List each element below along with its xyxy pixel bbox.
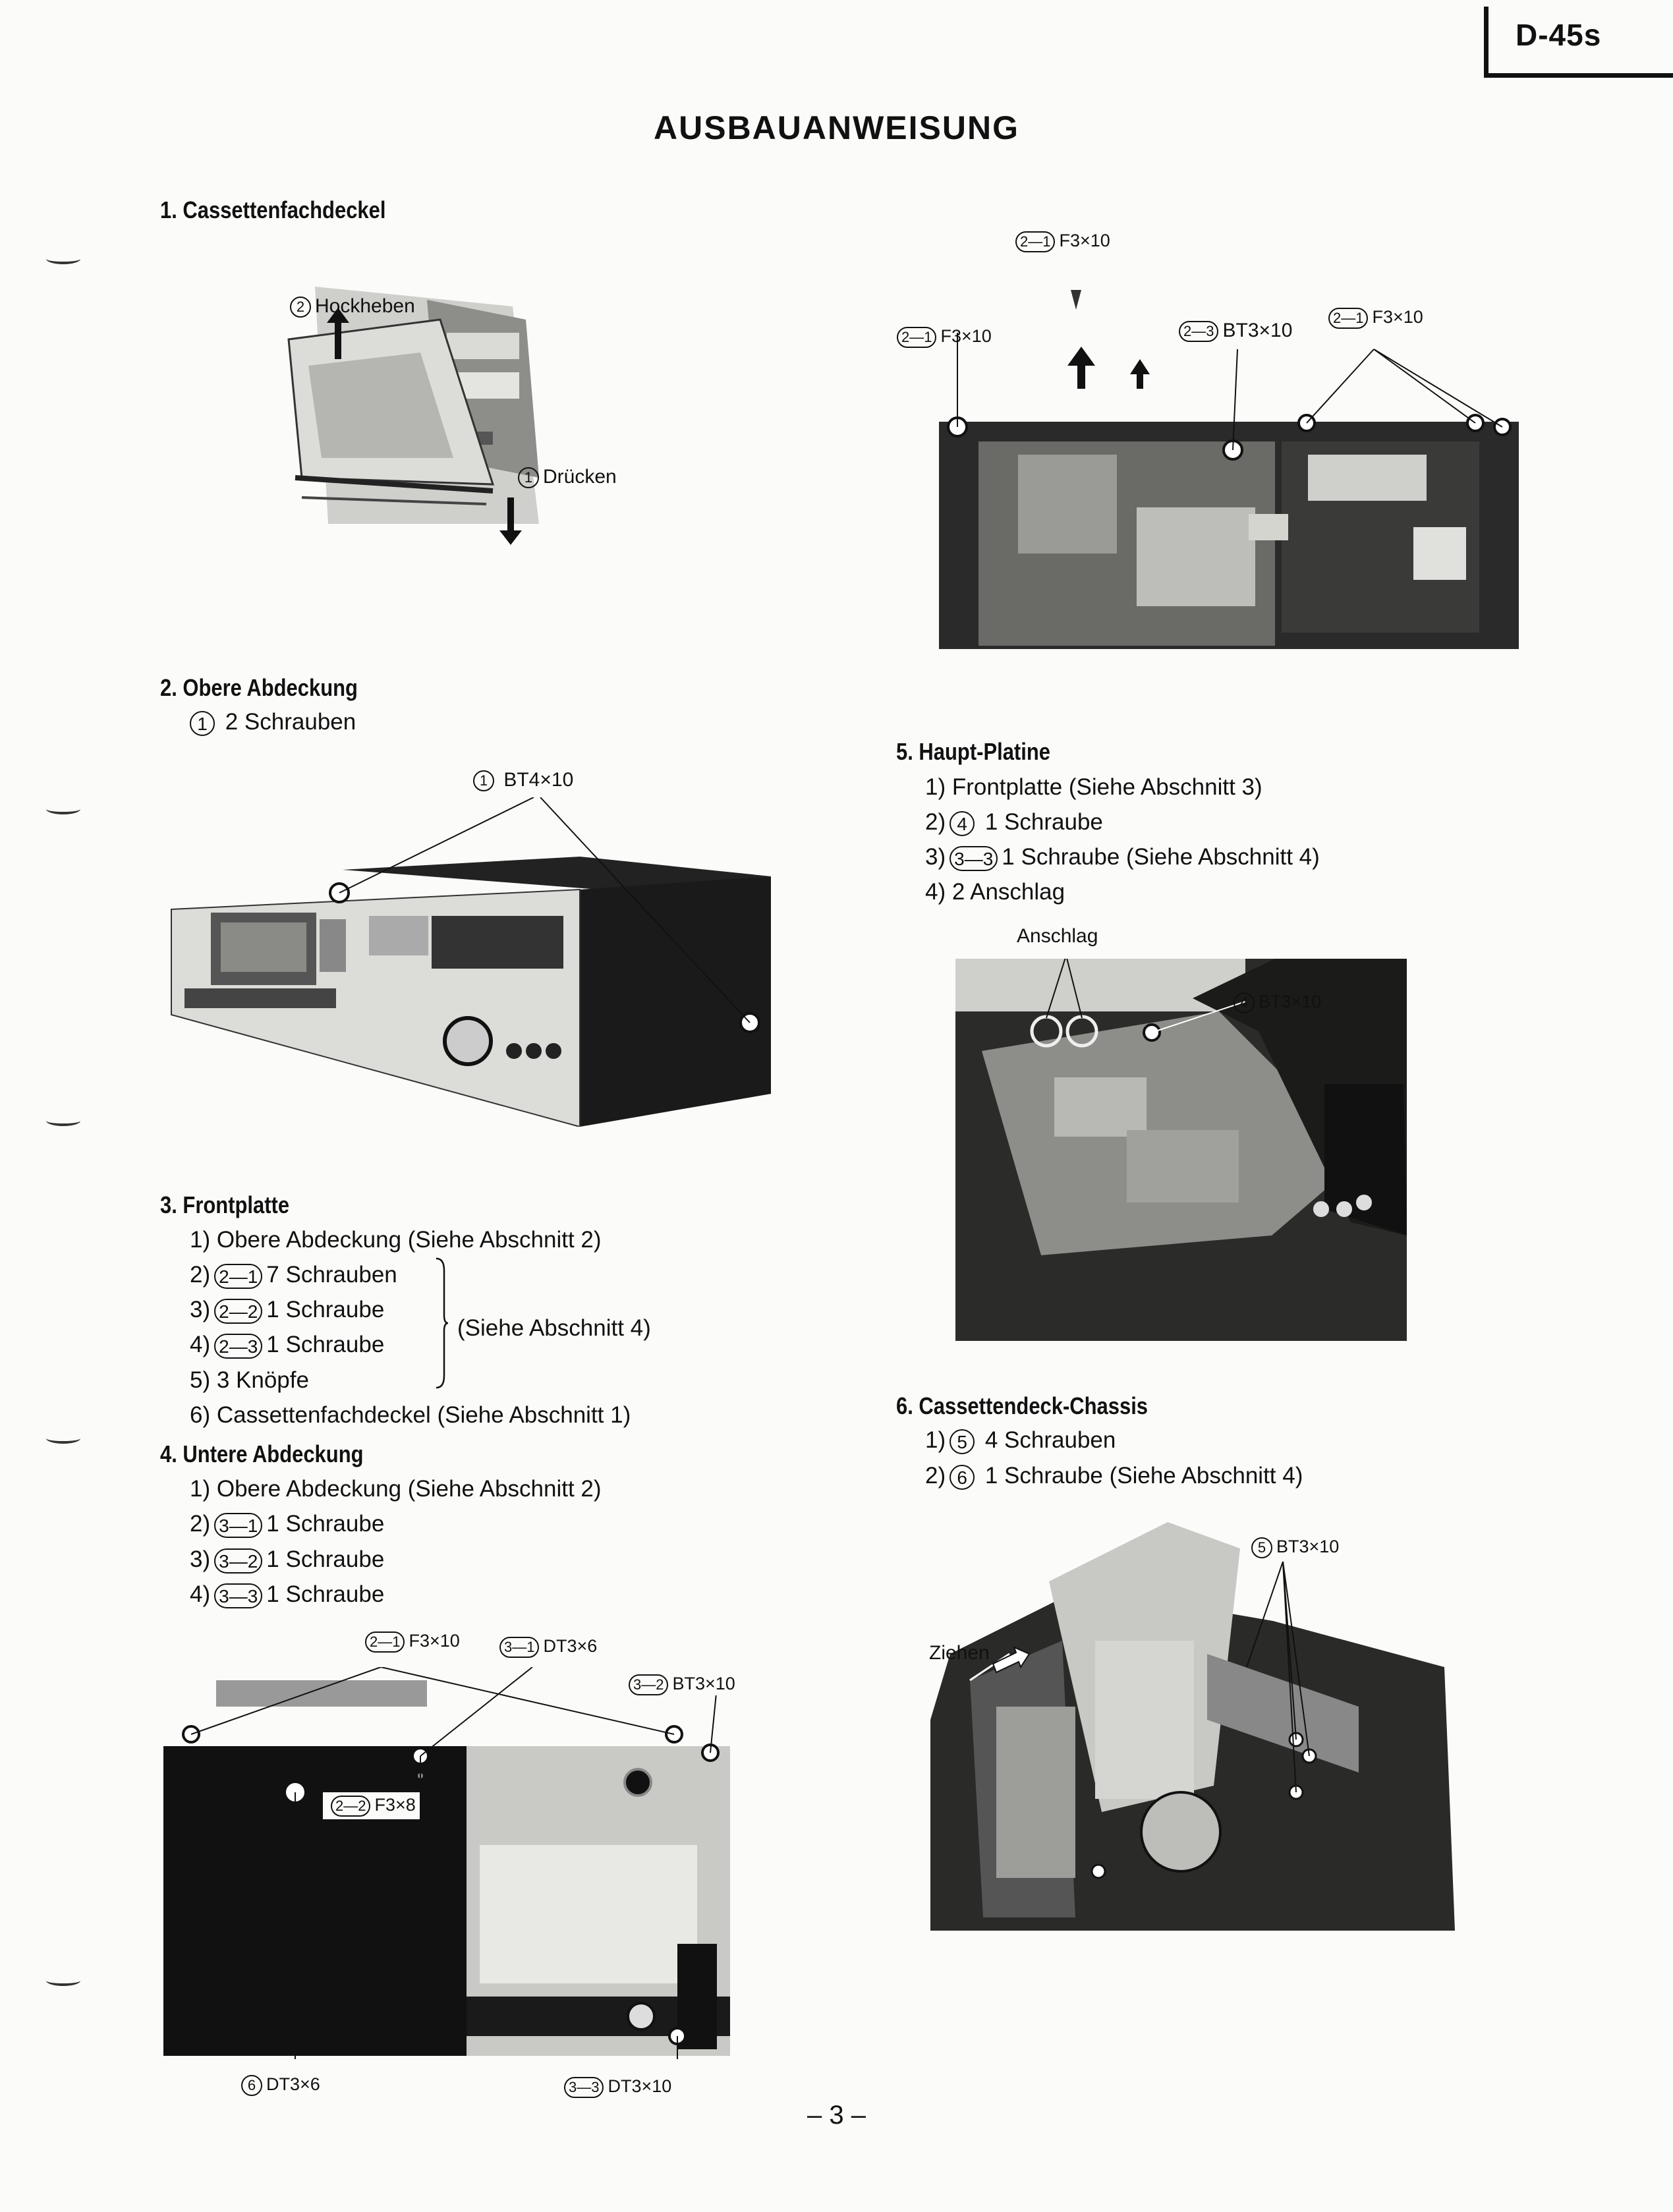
main-board-photo (955, 959, 1407, 1341)
section-2-heading: 2. Obere Abdeckung (160, 674, 358, 701)
page-title: AUSBAUANWEISUNG (654, 109, 1019, 146)
section-3-heading: 3. Frontplatte (160, 1191, 290, 1218)
section-1-heading: 1. Cassettenfachdeckel (160, 196, 386, 223)
margin-mark (46, 1433, 80, 1444)
section-6-line-2: 2)6 1 Schraube (Siehe Abschnitt 4) (925, 1463, 1303, 1490)
cassette-lid-photo (275, 260, 552, 557)
callout-bt4x10: 1 BT4×10 (469, 769, 573, 792)
section-6-heading: 6. Cassettendeck-Chassis (896, 1392, 1148, 1419)
section-5-heading: 5. Haupt-Platine (896, 738, 1050, 765)
section-2-line-1: 1 2 Schrauben (186, 709, 356, 736)
brace (436, 1257, 449, 1389)
cassette-chassis-photo (930, 1522, 1455, 1931)
section-5-line-4: 4) 2 Anschlag (925, 879, 1065, 905)
section-3-brace-note: (Siehe Abschnitt 4) (457, 1315, 651, 1341)
section-3-line-1: 1) Obere Abdeckung (Siehe Abschnitt 2) (190, 1227, 602, 1253)
section-4-heading: 4. Untere Abdeckung (160, 1440, 364, 1467)
section-5-line-1: 1) Frontplatte (Siehe Abschnitt 3) (925, 774, 1262, 800)
chassis-top-photo (939, 290, 1519, 649)
section-3-line-5: 5) 3 Knöpfe (190, 1367, 309, 1393)
bottom-cover-photo (163, 1667, 740, 2062)
section-5-line-2: 2)4 1 Schraube (925, 809, 1103, 836)
section-3-line-6: 6) Cassettenfachdeckel (Siehe Abschnitt … (190, 1402, 631, 1428)
model-box (1484, 7, 1673, 78)
section-6-line-1: 1)5 4 Schrauben (925, 1427, 1116, 1454)
callout-ziehen: Ziehen (929, 1642, 990, 1664)
section-4-line-1: 1) Obere Abdeckung (Siehe Abschnitt 2) (190, 1476, 602, 1502)
page-number: – 3 – (807, 2101, 866, 2130)
margin-mark (46, 804, 80, 814)
deck-top-cover-photo (165, 797, 774, 1127)
margin-mark (46, 254, 80, 264)
callout-anschlag: Anschlag (1017, 925, 1098, 947)
margin-mark (46, 1116, 80, 1126)
margin-mark (46, 1975, 80, 1986)
model-number: D-45s (1516, 18, 1602, 52)
